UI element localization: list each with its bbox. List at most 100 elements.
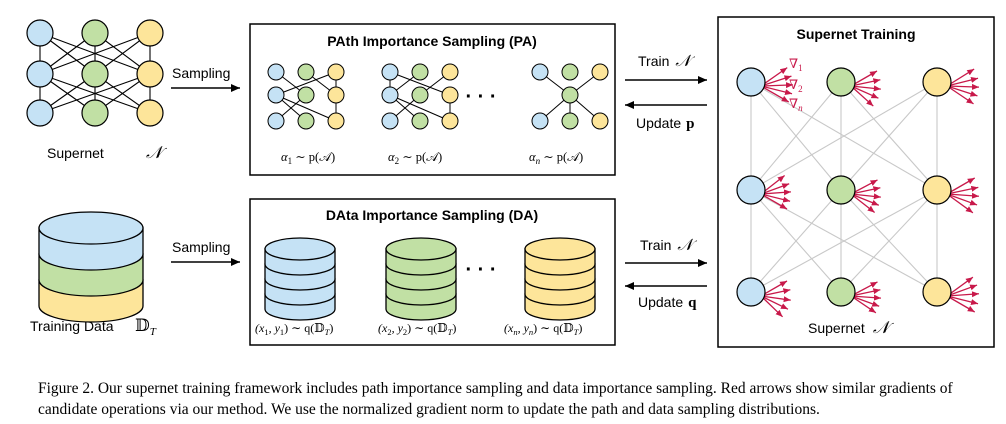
gradient-arrow (760, 288, 791, 297)
da-label-1-end: ) (329, 321, 333, 335)
pa-node (411, 86, 429, 104)
pa-node (591, 63, 609, 81)
update-label-top-text: Update (636, 115, 681, 131)
da-ellipsis: · · · (465, 259, 496, 281)
da-label-2-end: ) (452, 321, 456, 335)
training-data-label: Training Data (30, 318, 114, 334)
pa-node (297, 86, 315, 104)
gradient-labels: ∇1 ∇2 ∇n (789, 56, 803, 113)
pa-node (531, 63, 549, 81)
gradient-arrow (850, 193, 876, 213)
da-label-n-y: , y (518, 321, 530, 335)
train-label-bottom-sym: 𝒩 (677, 237, 697, 254)
da-label-2-t: T (448, 327, 454, 337)
left-node (26, 19, 54, 47)
left-node (26, 99, 54, 127)
da-stack-2 (385, 237, 457, 321)
da-stacks (264, 237, 596, 321)
gradient-arrow (946, 193, 978, 206)
da-label-n-yi: n (529, 327, 533, 337)
pa-edge (389, 94, 451, 122)
pa-label-2-sub: 2 (395, 156, 400, 166)
pa-box: PAth Importance Sampling (PA) · · · α1 ∼… (249, 23, 616, 176)
left-edge (39, 73, 151, 114)
right-edge (750, 189, 842, 293)
supernet-symbol: 𝒩 (146, 143, 168, 162)
pa-label-2: α2 ∼ p(𝒜) (388, 150, 442, 166)
gradient-arrow (760, 295, 789, 310)
right-node (826, 67, 856, 97)
da-label-1-xi: 1 (264, 327, 268, 337)
figure-caption: Figure 2. Our supernet training framewor… (38, 380, 953, 418)
training-data-stack (38, 211, 144, 323)
gradient-arrow (760, 193, 791, 203)
pa-node (561, 63, 579, 81)
pa-node (531, 112, 549, 130)
gradient-arrow (850, 85, 879, 99)
right-edge (750, 81, 938, 191)
update-label-top-sym: p (686, 116, 694, 132)
grad-label-n: ∇n (789, 96, 803, 113)
pa-node (267, 63, 285, 81)
gradient-arrow (760, 295, 791, 303)
da-label-2: (x2, y2) ∼ q(𝔻T) (378, 321, 456, 337)
pa-label-2-alpha: α (388, 150, 395, 164)
da-box-frame (249, 198, 616, 346)
pa-label-n-sub: n (536, 156, 541, 166)
gradient-arrow (946, 295, 976, 313)
gradient-arrow (850, 295, 880, 307)
gradient-arrow (946, 85, 974, 105)
pa-node (327, 63, 345, 81)
pa-edge (275, 71, 337, 96)
update-label-bottom-sym: q (688, 295, 697, 311)
da-box-title: DAta Importance Sampling (DA) (326, 207, 538, 223)
right-node (736, 175, 766, 205)
gradient-arrow (946, 185, 979, 195)
gradient-arrow (850, 186, 881, 195)
pa-label-1-sub: 1 (288, 156, 293, 166)
gradient-arrow (946, 85, 978, 97)
pa-subnets (267, 63, 609, 130)
right-edge (840, 189, 938, 293)
pa-node (297, 112, 315, 130)
pa-box-frame (249, 23, 616, 176)
gradient-arrow (760, 85, 790, 103)
gradient-arrow (760, 295, 784, 318)
gradient-fan (946, 68, 980, 105)
left-edge (39, 32, 151, 75)
right-node (922, 67, 952, 97)
da-label-n-x: (x (504, 321, 514, 335)
pa-node (561, 86, 579, 104)
left-node (26, 60, 54, 88)
pa-node (327, 112, 345, 130)
left-node (136, 60, 164, 88)
pa-node (411, 63, 429, 81)
gradient-arrow (850, 295, 877, 314)
da-label-1: (x1, y1) ∼ q(𝔻T) (255, 321, 333, 337)
da-label-2-yi: 2 (403, 327, 407, 337)
update-label-bottom-text: Update (638, 294, 683, 310)
da-label-1-yi: 1 (280, 327, 284, 337)
pa-edge (275, 94, 337, 122)
gradient-arrow (850, 78, 881, 87)
left-supernet: Supernet 𝒩 (26, 19, 168, 162)
da-label-2-x: (x (378, 321, 388, 335)
pa-node (381, 86, 399, 104)
pa-node (327, 86, 345, 104)
supernet-footer-sym: 𝒩 (873, 318, 895, 337)
pa-node (381, 112, 399, 130)
gradient-arrow (946, 177, 976, 195)
pa-labels: α1 ∼ p(𝒜) α2 ∼ p(𝒜) αn ∼ p(𝒜) (281, 150, 583, 166)
gradient-arrow (760, 193, 788, 210)
pa-ellipsis: · · · (465, 86, 496, 108)
da-label-2-y: , y (392, 321, 404, 335)
gradient-arrow (850, 288, 881, 297)
pa-label-n-alpha: α (529, 150, 536, 164)
sampling-label-bottom: Sampling (172, 239, 230, 255)
pa-subnet-3 (531, 63, 609, 130)
grad-label-1: ∇1 (789, 56, 803, 73)
pa-node (441, 86, 459, 104)
